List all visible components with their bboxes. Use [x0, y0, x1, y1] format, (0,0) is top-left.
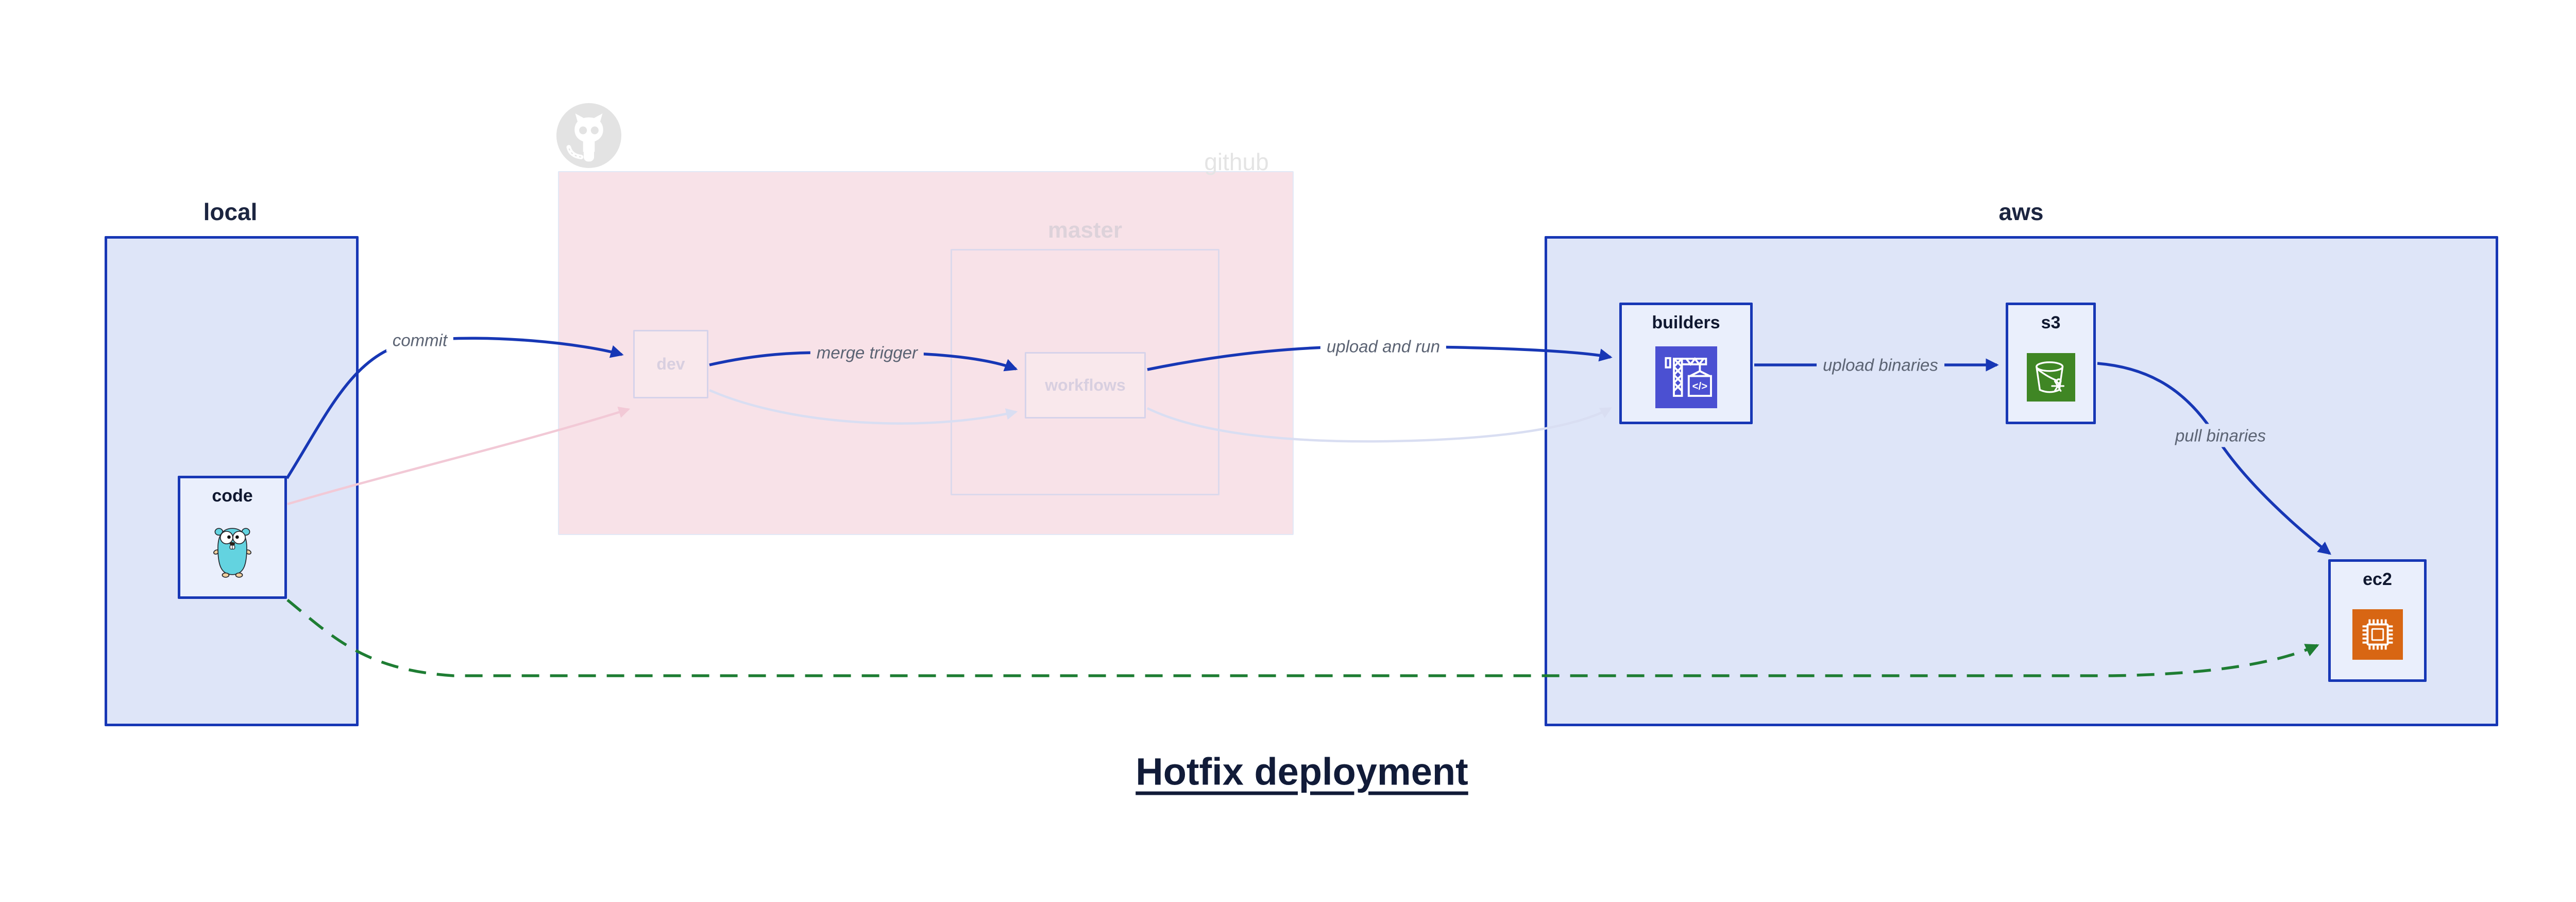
- local-region-label: local: [203, 198, 258, 225]
- s3-bucket-icon: [2008, 333, 2093, 422]
- node-workflows: workflows: [1025, 352, 1146, 419]
- codebuild-crane-icon: </>: [1622, 333, 1750, 422]
- node-dev-label: dev: [656, 355, 685, 374]
- master-branch-box: [951, 249, 1219, 495]
- master-branch-label: master: [1047, 218, 1123, 243]
- node-ec2-label: ec2: [2363, 570, 2392, 589]
- aws-region-label: aws: [1998, 198, 2044, 225]
- node-builders-label: builders: [1652, 313, 1720, 332]
- node-workflows-label: workflows: [1045, 376, 1126, 395]
- node-ec2: ec2: [2328, 559, 2427, 682]
- go-gopher-icon: [180, 507, 284, 596]
- edge-label-merge-trigger: merge trigger: [810, 341, 924, 364]
- node-dev: dev: [633, 330, 708, 398]
- ec2-chip-icon: [2331, 590, 2424, 679]
- node-code: code: [178, 476, 287, 599]
- diagram-title: Hotfix deployment: [1136, 750, 1468, 793]
- github-octocat-icon: [556, 103, 621, 168]
- svg-text:</>: </>: [1692, 381, 1707, 392]
- node-builders: builders </>: [1619, 303, 1753, 424]
- github-region-label: github: [1204, 148, 1269, 175]
- edge-label-commit: commit: [386, 328, 454, 352]
- edge-label-upload-and-run: upload and run: [1320, 335, 1447, 358]
- node-s3-label: s3: [2041, 313, 2061, 332]
- node-code-label: code: [212, 486, 253, 506]
- edge-label-upload-binaries: upload binaries: [1817, 353, 1944, 377]
- node-s3: s3: [2006, 303, 2096, 424]
- edge-label-pull-binaries: pull binaries: [2168, 424, 2273, 447]
